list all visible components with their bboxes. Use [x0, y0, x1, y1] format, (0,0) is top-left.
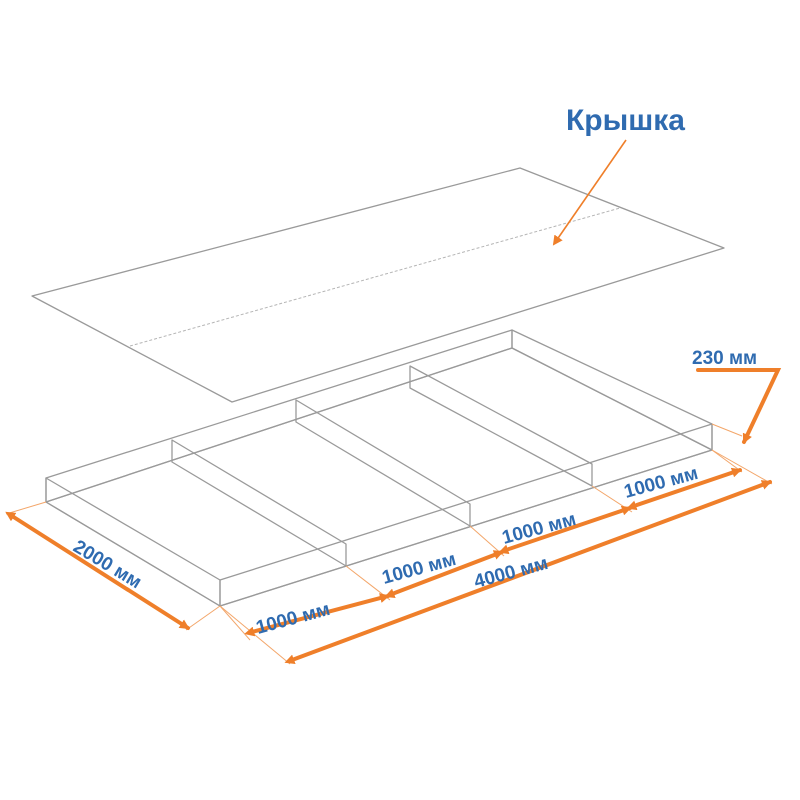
section-3-label: 1000 мм — [500, 509, 579, 549]
dimension-lines — [5, 368, 782, 664]
lid-leader-line — [552, 139, 627, 246]
mattress-floor — [45, 347, 713, 607]
dim-height-leader — [696, 368, 782, 444]
diaphragm-2 — [295, 399, 471, 527]
dim-total-line — [284, 480, 772, 664]
lid-fold-line — [129, 207, 621, 347]
mattress-front-wall — [219, 423, 713, 607]
height-label: 230 мм — [692, 348, 757, 369]
mattress-back-wall — [45, 329, 513, 503]
dim-width-line — [5, 511, 190, 630]
section-1-label: 1000 мм — [254, 599, 333, 639]
mattress-base — [45, 329, 713, 607]
diaphragm-1 — [171, 439, 347, 567]
extension-lines — [5, 423, 773, 665]
width-label: 2000 мм — [69, 536, 145, 593]
lid-label: Крышка — [566, 104, 685, 137]
mattress-right-wall — [511, 329, 713, 451]
diaphragm-3 — [409, 365, 593, 487]
lid-panel — [31, 167, 725, 403]
